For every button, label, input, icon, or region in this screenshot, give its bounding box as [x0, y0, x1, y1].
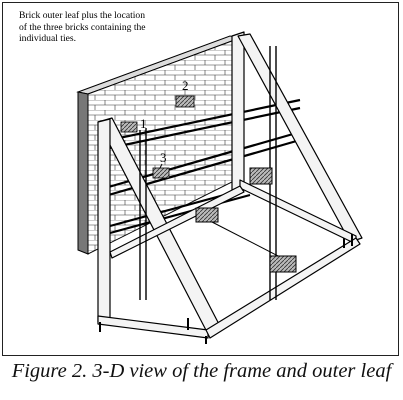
floor-tie-line	[211, 221, 283, 259]
frame-front-base	[97, 315, 209, 339]
figure-caption: Figure 2. 3-D view of the frame and oute…	[11, 360, 392, 382]
annotation-line-2: of the three bricks containing the	[19, 21, 146, 33]
annotation-line-1: Brick outer leaf plus the location	[19, 10, 146, 21]
frame-rear-diagonal	[237, 33, 363, 243]
leader-brick-3	[159, 163, 163, 169]
label-brick-1: 1	[140, 116, 147, 131]
vertical-rod-left	[139, 128, 147, 300]
frame-front-post	[97, 118, 111, 323]
annotation-text: Brick outer leaf plus the location of th…	[19, 10, 189, 45]
loose-brick-front	[269, 255, 297, 273]
frame-diagram: 1 2 3	[76, 31, 363, 344]
tie-brick-3	[152, 167, 170, 179]
base-beam-front-to-rear	[205, 237, 361, 339]
loose-brick-rear	[249, 167, 273, 185]
brick-wall-side	[77, 91, 89, 255]
label-brick-3: 3	[160, 150, 167, 165]
base-feet	[99, 234, 353, 344]
loose-brick-center	[195, 207, 219, 223]
label-brick-2: 2	[182, 78, 189, 93]
rail-upper	[99, 98, 301, 152]
frame-rear-post	[231, 31, 245, 191]
tie-brick-2	[175, 95, 195, 108]
annotation-line-3: individual ties.	[19, 33, 77, 44]
tie-brick-1	[120, 121, 138, 133]
